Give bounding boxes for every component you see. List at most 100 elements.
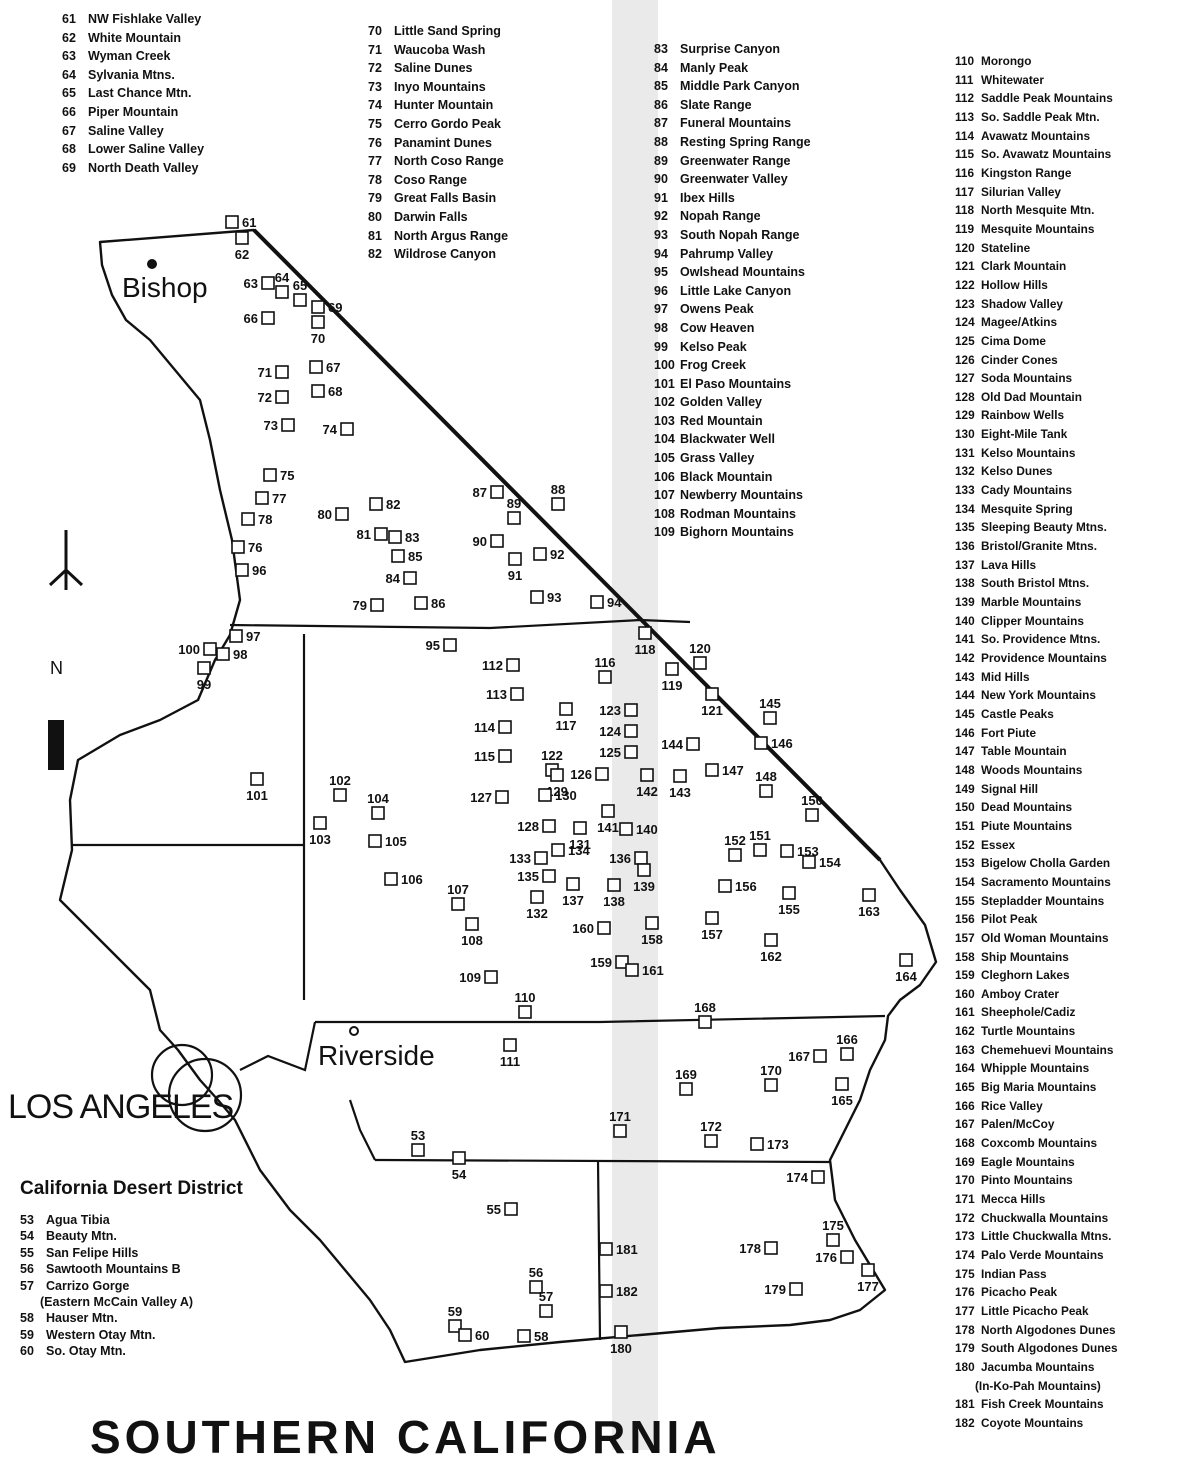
site-marker[interactable]: 161 — [625, 963, 664, 978]
site-marker[interactable]: 170 — [760, 1063, 782, 1092]
site-marker[interactable]: 128 — [517, 819, 556, 834]
site-marker[interactable]: 56 — [529, 1265, 543, 1294]
site-marker[interactable]: 74 — [323, 422, 354, 437]
site-marker[interactable]: 80 — [318, 507, 349, 522]
site-marker[interactable]: 114 — [474, 720, 512, 735]
site-marker[interactable]: 174 — [786, 1170, 825, 1185]
site-marker[interactable]: 98 — [216, 647, 247, 662]
site-marker[interactable]: 160 — [572, 921, 611, 936]
site-marker[interactable]: 107 — [447, 882, 469, 911]
site-marker[interactable]: 87 — [473, 485, 504, 500]
site-marker[interactable]: 136 — [609, 851, 648, 866]
site-marker[interactable]: 132 — [526, 890, 548, 921]
site-marker[interactable]: 154 — [802, 855, 841, 870]
site-marker[interactable]: 69 — [311, 300, 342, 315]
site-marker[interactable]: 165 — [831, 1077, 853, 1108]
site-marker[interactable]: 57 — [539, 1289, 553, 1318]
site-marker[interactable]: 176 — [815, 1250, 854, 1265]
site-marker[interactable]: 66 — [244, 311, 275, 326]
site-marker[interactable]: 103 — [309, 816, 331, 847]
site-marker[interactable]: 86 — [414, 596, 445, 611]
site-marker[interactable]: 175 — [822, 1218, 844, 1247]
site-marker[interactable]: 133 — [509, 851, 548, 866]
site-marker[interactable]: 134 — [551, 843, 590, 858]
site-marker[interactable]: 157 — [701, 911, 723, 942]
site-marker[interactable]: 127 — [470, 790, 509, 805]
site-marker[interactable]: 172 — [700, 1119, 722, 1148]
site-marker[interactable]: 62 — [235, 231, 249, 262]
site-marker[interactable]: 92 — [533, 547, 564, 562]
site-marker[interactable]: 163 — [858, 888, 880, 919]
site-marker[interactable]: 158 — [641, 916, 663, 947]
site-marker[interactable]: 94 — [590, 595, 622, 610]
site-marker[interactable]: 159 — [590, 955, 629, 970]
site-marker[interactable]: 113 — [486, 687, 524, 702]
site-marker[interactable]: 173 — [750, 1137, 789, 1152]
site-marker[interactable]: 140 — [619, 822, 658, 837]
site-marker[interactable]: 110 — [515, 990, 536, 1019]
site-marker[interactable]: 177 — [857, 1263, 879, 1294]
site-marker[interactable]: 126 — [570, 767, 609, 782]
site-marker[interactable]: 68 — [311, 384, 342, 399]
site-marker[interactable]: 64 — [275, 270, 290, 299]
site-marker[interactable]: 171 — [609, 1109, 631, 1138]
site-marker[interactable]: 63 — [244, 276, 275, 291]
site-marker[interactable]: 120 — [689, 641, 711, 670]
site-marker[interactable]: 180 — [610, 1325, 632, 1356]
site-marker[interactable]: 145 — [759, 696, 781, 725]
site-marker[interactable]: 84 — [386, 571, 417, 586]
site-marker[interactable]: 117 — [556, 702, 577, 733]
site-marker[interactable]: 88 — [551, 482, 565, 511]
site-marker[interactable]: 130 — [538, 788, 577, 803]
site-marker[interactable]: 59 — [448, 1304, 462, 1333]
site-marker[interactable]: 101 — [246, 772, 268, 803]
site-marker[interactable]: 115 — [474, 749, 512, 764]
site-marker[interactable]: 138 — [603, 878, 625, 909]
site-marker[interactable]: 102 — [329, 773, 351, 802]
site-marker[interactable]: 143 — [669, 769, 691, 800]
site-marker[interactable]: 135 — [517, 869, 556, 884]
site-marker[interactable]: 85 — [391, 549, 422, 564]
site-marker[interactable]: 124 — [599, 724, 638, 739]
site-marker[interactable]: 100 — [178, 642, 217, 657]
site-marker[interactable]: 155 — [778, 886, 800, 917]
site-marker[interactable]: 139 — [633, 863, 655, 894]
site-marker[interactable]: 93 — [530, 590, 561, 605]
site-marker[interactable]: 118 — [635, 626, 656, 657]
site-marker[interactable]: 142 — [636, 768, 658, 799]
site-marker[interactable]: 77 — [255, 491, 286, 506]
site-marker[interactable]: 60 — [458, 1328, 489, 1343]
site-marker[interactable]: 97 — [229, 629, 260, 644]
site-marker[interactable]: 178 — [739, 1241, 778, 1256]
site-marker[interactable]: 147 — [705, 763, 744, 778]
site-marker[interactable]: 181 — [599, 1242, 638, 1257]
site-marker[interactable]: 96 — [235, 563, 266, 578]
site-marker[interactable]: 168 — [694, 1000, 716, 1029]
site-marker[interactable]: 67 — [309, 360, 340, 375]
site-marker[interactable]: 71 — [258, 365, 289, 380]
site-marker[interactable]: 121 — [701, 687, 723, 718]
site-marker[interactable]: 146 — [754, 736, 793, 751]
site-marker[interactable]: 182 — [599, 1284, 638, 1299]
site-marker[interactable]: 116 — [595, 655, 616, 684]
site-marker[interactable]: 81 — [357, 527, 388, 542]
site-marker[interactable]: 150 — [801, 793, 823, 822]
site-marker[interactable]: 104 — [367, 791, 390, 820]
site-marker[interactable]: 152 — [724, 833, 746, 862]
site-marker[interactable]: 167 — [788, 1049, 827, 1064]
site-marker[interactable]: 76 — [231, 540, 262, 555]
site-marker[interactable]: 148 — [755, 769, 777, 798]
site-marker[interactable]: 91 — [508, 552, 522, 583]
site-marker[interactable]: 169 — [675, 1067, 697, 1096]
site-marker[interactable]: 105 — [368, 834, 407, 849]
site-marker[interactable]: 125 — [599, 745, 638, 760]
site-marker[interactable]: 61 — [225, 215, 256, 230]
site-marker[interactable]: 166 — [836, 1032, 858, 1061]
site-marker[interactable]: 65 — [293, 278, 307, 307]
site-marker[interactable]: 151 — [749, 828, 771, 857]
site-marker[interactable]: 79 — [353, 598, 384, 613]
site-marker[interactable]: 82 — [369, 497, 400, 512]
site-marker[interactable]: 95 — [426, 638, 457, 653]
site-marker[interactable]: 109 — [459, 970, 498, 985]
site-marker[interactable]: 112 — [482, 658, 520, 673]
